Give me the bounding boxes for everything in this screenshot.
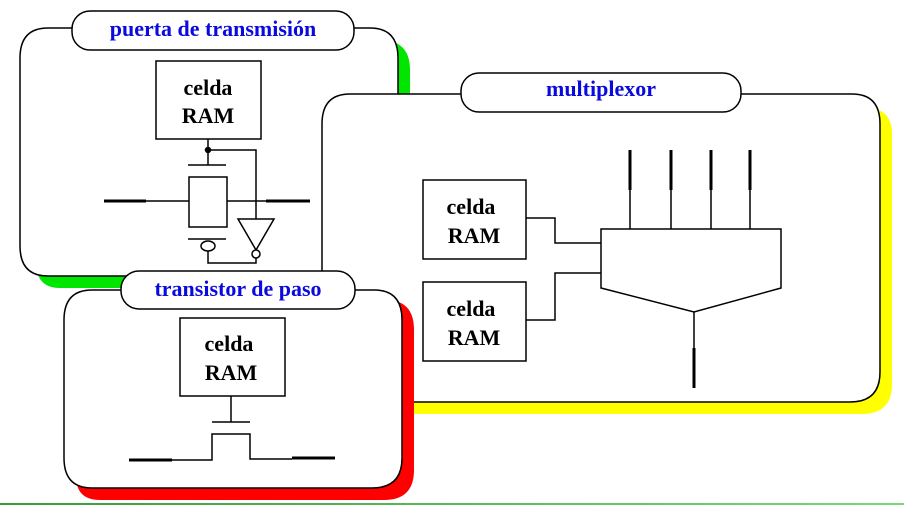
ram-cell-label-line1: celda: [447, 296, 496, 321]
panel-title-pill: [460, 72, 742, 113]
panel-pass-transistor: transistor de paso celda RAM: [63, 270, 414, 500]
ram-cell-label-line2: RAM: [182, 103, 235, 128]
pass-transistor-symbol: [129, 396, 335, 462]
transmission-gate-symbol: [104, 139, 310, 264]
multiplexer-symbol: [526, 150, 782, 388]
panel-transmission-gate: puerta de transmisión celda RAM: [19, 10, 410, 288]
panel-title: multiplexor: [546, 76, 656, 101]
ram-cell-box: [179, 317, 286, 397]
bottom-divider: [0, 503, 904, 505]
ram-cell-box: [155, 60, 262, 140]
ram-cell-label-line2: RAM: [448, 325, 501, 350]
panel-title: puerta de transmisión: [110, 16, 317, 41]
ram-cell-label-line1: celda: [205, 331, 254, 356]
panel-multiplexer: multiplexor celda RAM celda RAM: [321, 72, 892, 414]
ram-cell-box: [422, 179, 527, 260]
panel-title: transistor de paso: [154, 276, 321, 301]
panel-title-pill: [120, 270, 356, 310]
ram-cell-box: [422, 281, 527, 362]
ram-cell-label-line1: celda: [184, 75, 233, 100]
panel-title-pill: [71, 10, 355, 51]
ram-cell-label-line1: celda: [447, 194, 496, 219]
ram-cell-label-line2: RAM: [205, 360, 258, 385]
ram-cell-label-line2: RAM: [448, 223, 501, 248]
